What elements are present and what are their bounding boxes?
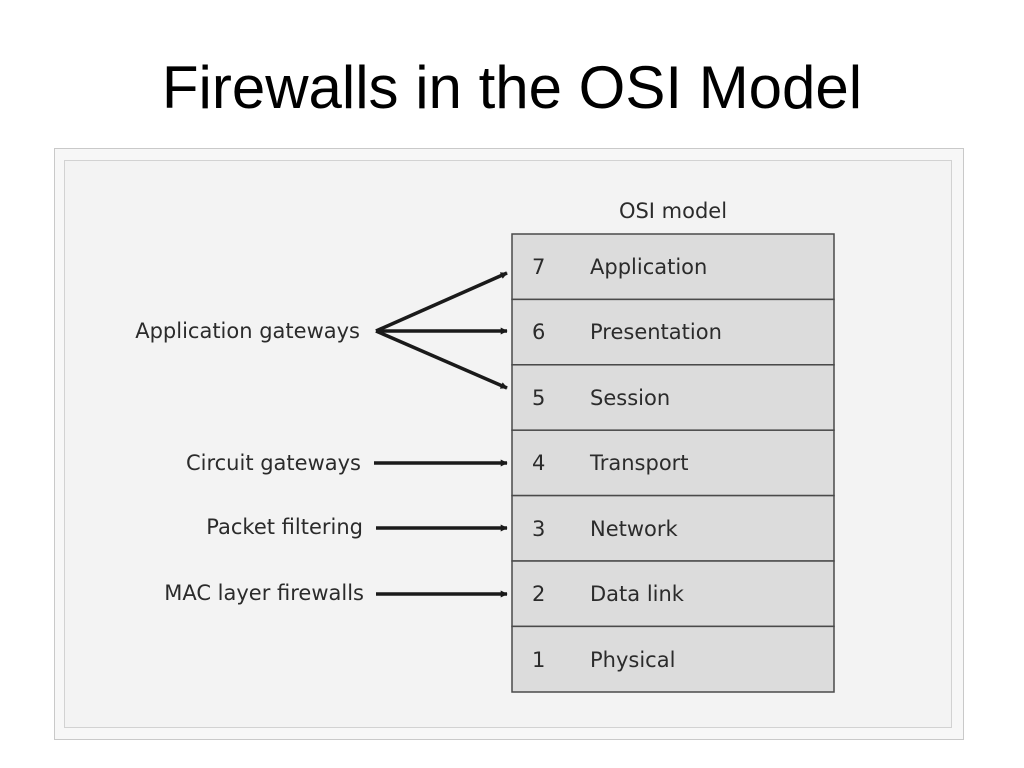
layer-number: 1 [532,648,545,672]
layer-name: Presentation [590,320,722,344]
layer-3: 3 Network [511,494,835,562]
layer-stack: 7 Application 6 Presentation 5 Session 4… [511,233,835,693]
arrow-application-to-layer-5 [375,329,508,390]
layer-name: Network [590,517,679,541]
layer-5: 5 Session [511,364,835,431]
arrows [374,271,508,598]
layer-1: 1 Physical [511,625,835,693]
layer-number: 6 [532,320,545,344]
slide-title: Firewalls in the OSI Model [161,54,863,121]
layer-box [511,625,835,693]
layer-7: 7 Application [511,233,835,301]
layer-name: Data link [590,582,685,606]
layer-name: Application [590,255,707,279]
label-packet-filtering: Packet filtering [206,515,363,539]
layer-number: 4 [532,451,545,475]
label-application-gateways: Application gateways [135,319,360,343]
osi-model-label: OSI model [619,199,727,223]
label-mac-layer-firewalls: MAC layer firewalls [164,581,364,605]
layer-name: Session [590,386,670,410]
layer-4: 4 Transport [511,429,835,497]
layer-box [511,364,835,431]
layer-name: Physical [590,648,675,672]
layer-box [511,233,835,301]
layer-number: 3 [532,517,545,541]
layer-box [511,560,835,628]
layer-number: 5 [532,386,545,410]
layer-name: Transport [589,451,689,475]
label-circuit-gateways: Circuit gateways [186,451,361,475]
layer-2: 2 Data link [511,560,835,628]
layer-number: 7 [532,255,545,279]
layer-number: 2 [532,582,545,606]
arrow-application-to-layer-7 [375,271,508,333]
layer-6: 6 Presentation [511,298,835,366]
